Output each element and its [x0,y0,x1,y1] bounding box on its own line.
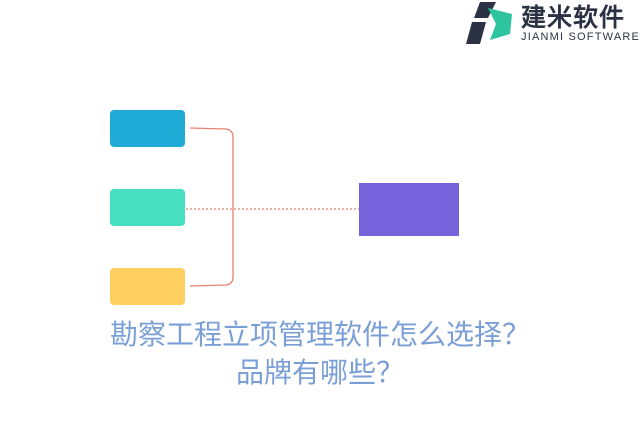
title-line-1: 勘察工程立项管理软件怎么选择？ [109,318,530,351]
title-line-2: 品牌有哪些？ [235,356,404,389]
brand-subtitle: JIANMI SOFTWARE [521,31,640,43]
source-box-teal [110,189,185,226]
page-title: 勘察工程立项管理软件怎么选择？ 品牌有哪些？ [0,316,640,392]
source-box-yellow [110,268,185,305]
jianmi-logo-icon [466,2,512,44]
bracket-connector [189,127,234,287]
brand-logo[interactable]: 建米软件 JIANMI SOFTWARE [466,0,640,48]
target-box [359,183,459,236]
source-box-blue [110,110,185,147]
brand-name: 建米软件 [521,3,626,32]
